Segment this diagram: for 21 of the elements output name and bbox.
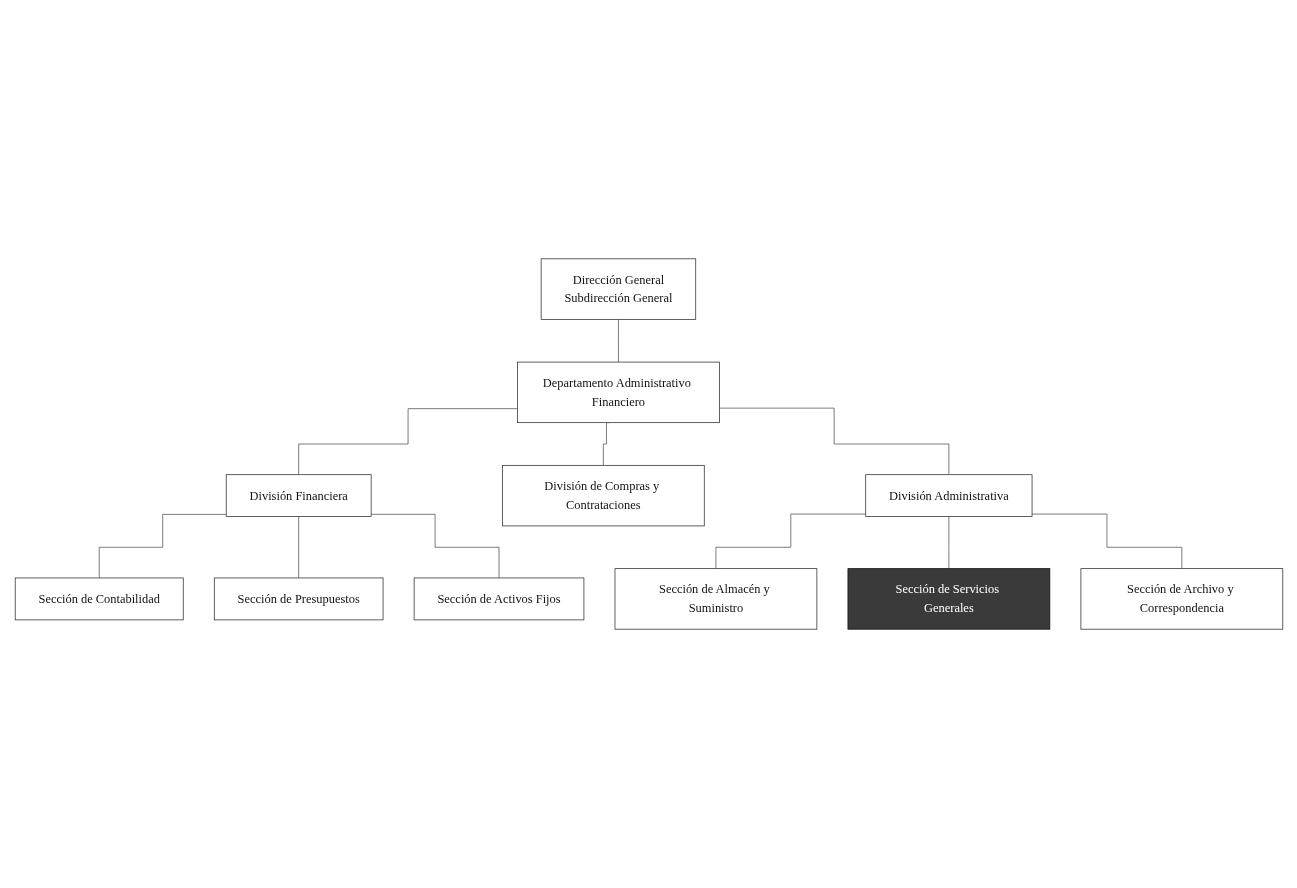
node-box: Dirección General Subdirección General — [540, 258, 696, 320]
connector — [1031, 513, 1182, 569]
node-box: División Financiera — [225, 474, 372, 517]
node-box: Sección de Servicios Generales — [847, 568, 1050, 630]
node-box: Departamento Administrativo Financiero — [516, 361, 720, 424]
connector — [948, 516, 949, 569]
connector — [718, 407, 949, 476]
connector — [715, 513, 866, 569]
node-box: División de Compras y Contrataciones — [501, 464, 705, 527]
node-box: Sección de Almacén y Suministro — [614, 568, 817, 630]
node-box: Sección de Presupuestos — [213, 577, 383, 621]
connector — [98, 514, 227, 579]
connector — [617, 319, 619, 363]
connector — [297, 408, 518, 476]
connector — [602, 422, 610, 466]
node-box: Sección de Activos Fijos — [413, 577, 584, 621]
node-box: División Administrativa — [864, 474, 1032, 517]
connector — [297, 516, 299, 579]
node-box: Sección de Archivo y Correspondencia — [1080, 568, 1283, 630]
node-box: Sección de Contabilidad — [14, 577, 184, 621]
connector — [370, 513, 499, 579]
